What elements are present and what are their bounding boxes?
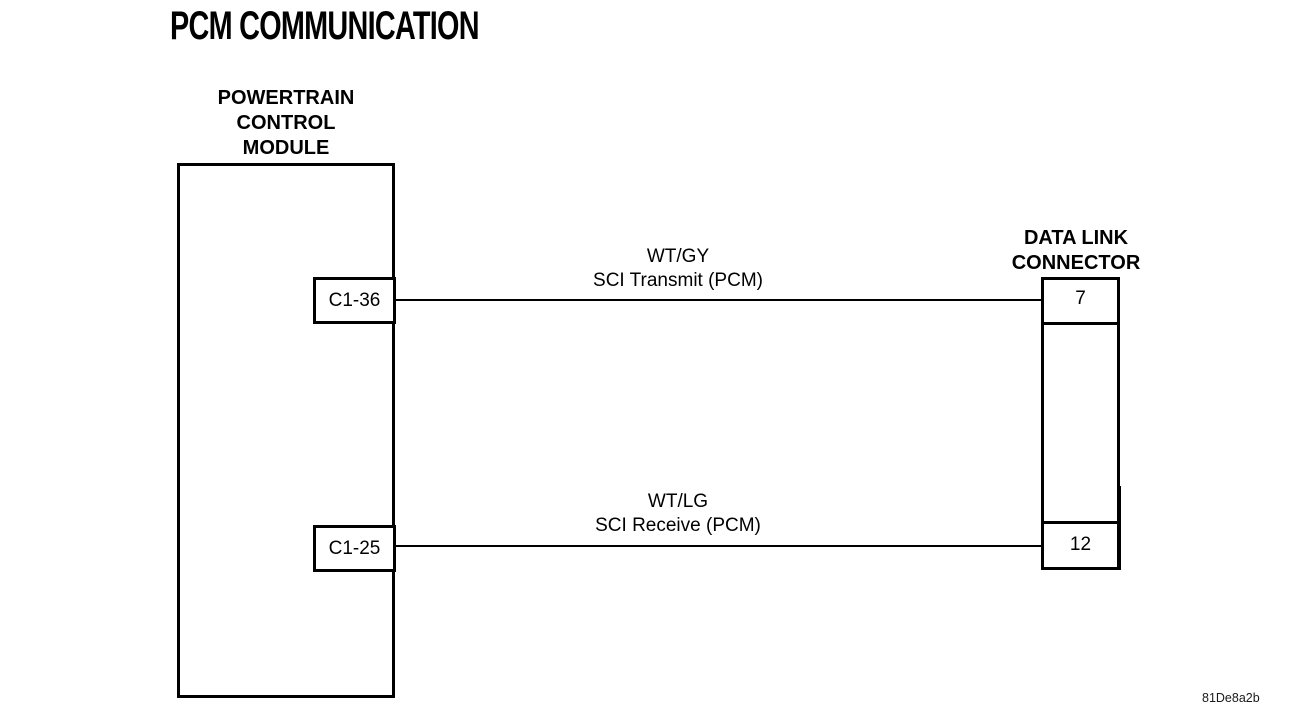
pcm-pin-c1-25: C1-25 [313, 525, 396, 572]
pcm-label: POWERTRAIN CONTROL MODULE [177, 86, 395, 161]
dlc-pin-7: 7 [1075, 288, 1086, 309]
pcm-box [177, 163, 395, 698]
pcm-label-line-3: MODULE [242, 137, 330, 159]
wire-sci-transmit [396, 299, 1041, 301]
wire-color-code: WT/GY [646, 246, 710, 267]
pcm-pin-c1-36: C1-36 [313, 277, 396, 324]
dlc-label-line-1: DATA LINK [1023, 227, 1129, 249]
wire-color-code: WT/LG [647, 491, 709, 512]
dlc-pin7-divider [1041, 322, 1120, 325]
dlc-label-line-2: CONNECTOR [1011, 252, 1141, 274]
dlc-pin12-divider [1041, 521, 1120, 524]
wire-signal-name: SCI Receive (PCM) [595, 515, 761, 536]
dlc-edge-step [1118, 486, 1121, 570]
wire-sci-receive [396, 545, 1041, 547]
wire-label-sci-transmit: WT/GY SCI Transmit (PCM) [528, 245, 828, 293]
dlc-pin-12: 12 [1069, 534, 1092, 555]
wire-signal-name: SCI Transmit (PCM) [593, 270, 763, 291]
pcm-label-line-2: CONTROL [236, 112, 336, 134]
diagram-title: PCM COMMUNICATION [170, 4, 480, 48]
dlc-label: DATA LINK CONNECTOR [995, 226, 1157, 276]
dlc-box [1041, 277, 1120, 570]
wire-label-sci-receive: WT/LG SCI Receive (PCM) [528, 490, 828, 538]
figure-code: 81De8a2b [1202, 691, 1260, 705]
pcm-label-line-1: POWERTRAIN [217, 87, 355, 109]
